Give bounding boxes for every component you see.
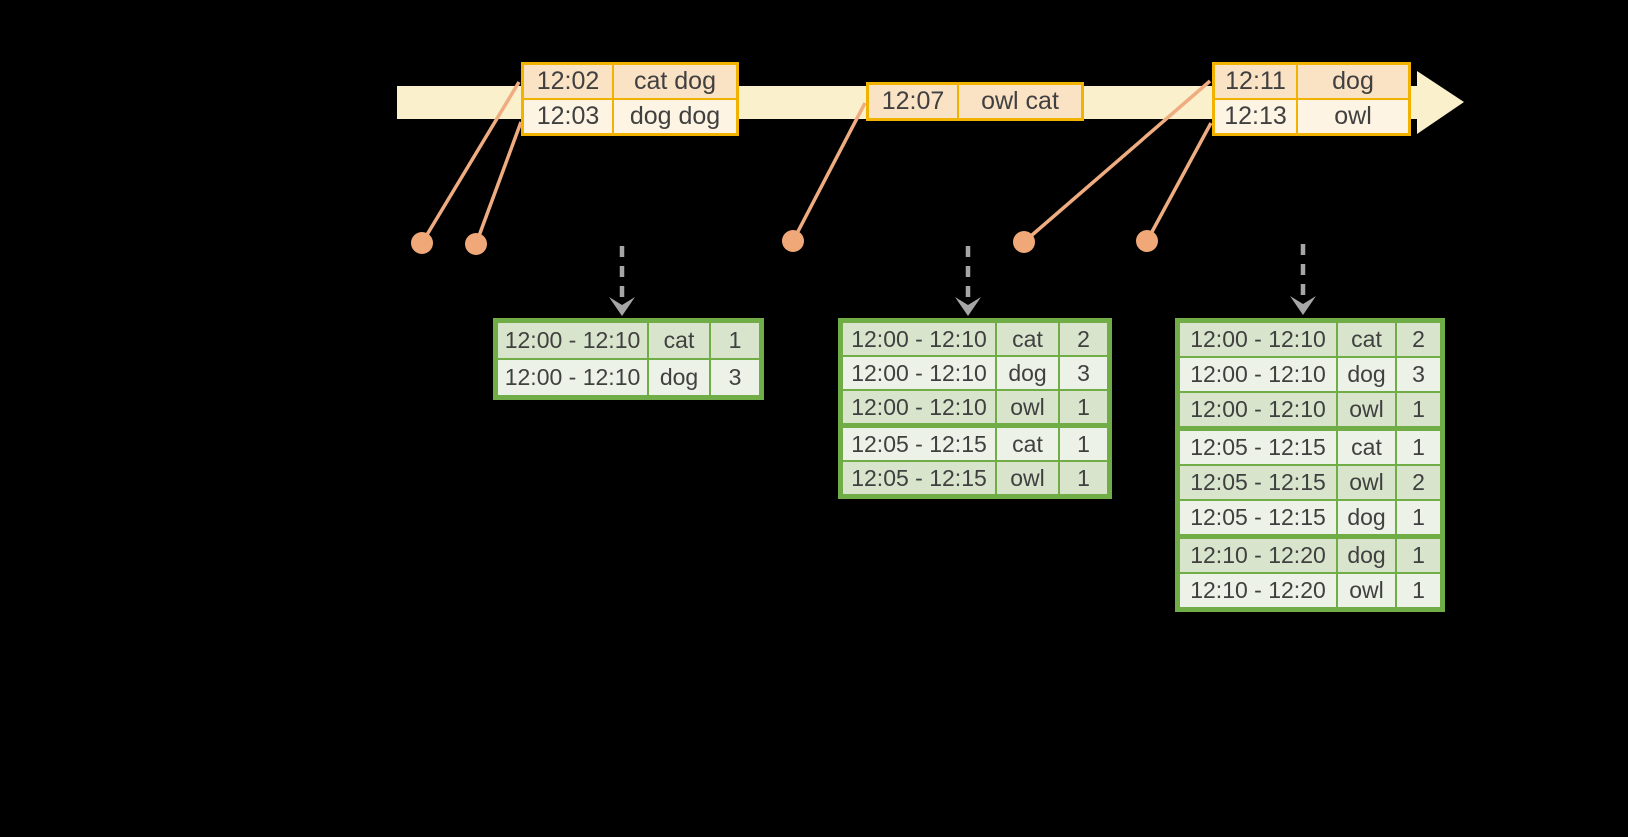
result-count-cell: 1	[1395, 499, 1444, 538]
result-word-cell: dog	[1336, 534, 1397, 574]
connector-line	[1022, 79, 1212, 244]
result-count-cell: 1	[1395, 426, 1444, 466]
event-words-cell: cat dog	[612, 62, 739, 100]
result-window-cell: 12:05 - 12:15	[839, 423, 997, 462]
result-count-cell: 1	[1395, 534, 1444, 574]
event-dot-icon	[411, 232, 433, 254]
result-count-cell: 3	[1395, 356, 1444, 393]
result-window-cell: 12:05 - 12:15	[1176, 464, 1338, 501]
trigger-arrowhead-icon	[955, 297, 981, 316]
result-window-cell: 12:00 - 12:10	[839, 355, 997, 391]
trigger-arrowhead-icon	[609, 297, 635, 316]
result-word-cell: cat	[995, 319, 1060, 357]
result-window-cell: 12:00 - 12:10	[494, 358, 649, 399]
event-connectors	[420, 79, 1213, 245]
event-words-cell: owl	[1296, 98, 1411, 136]
event-dot-icon	[1136, 230, 1158, 252]
connector-line	[474, 121, 523, 245]
event-dot-icon	[782, 230, 804, 252]
event-dot-icon	[1013, 231, 1035, 253]
result-window-cell: 12:10 - 12:20	[1176, 534, 1338, 574]
result-window-cell: 12:00 - 12:10	[1176, 356, 1338, 393]
result-count-cell: 1	[1395, 572, 1444, 611]
event-time-cell: 12:11	[1212, 62, 1298, 100]
event-words-cell: owl cat	[957, 82, 1084, 121]
result-window-cell: 12:00 - 12:10	[494, 319, 649, 360]
result-word-cell: dog	[1336, 499, 1397, 538]
result-word-cell: owl	[1336, 391, 1397, 430]
result-count-cell: 1	[1395, 391, 1444, 430]
event-words-cell: dog	[1296, 62, 1411, 100]
result-word-cell: owl	[1336, 572, 1397, 611]
timeline-arrowhead-icon	[1417, 71, 1464, 134]
event-dots	[411, 230, 1158, 255]
result-count-cell: 2	[1395, 464, 1444, 501]
result-word-cell: dog	[647, 358, 711, 399]
result-word-cell: dog	[995, 355, 1060, 391]
connector-line	[1145, 122, 1213, 242]
result-word-cell: cat	[647, 319, 711, 360]
result-count-cell: 3	[1058, 355, 1111, 391]
event-words-cell: dog dog	[612, 98, 739, 136]
result-count-cell: 2	[1058, 319, 1111, 357]
result-word-cell: owl	[995, 460, 1060, 498]
result-window-cell: 12:00 - 12:10	[1176, 319, 1338, 358]
result-word-cell: owl	[1336, 464, 1397, 501]
event-time-cell: 12:13	[1212, 98, 1298, 136]
event-time-cell: 12:03	[521, 98, 614, 136]
result-window-cell: 12:00 - 12:10	[839, 389, 997, 427]
trigger-arrowhead-icon	[1290, 296, 1316, 315]
connector-line	[791, 102, 867, 242]
result-window-cell: 12:00 - 12:10	[1176, 391, 1338, 430]
result-count-cell: 1	[1058, 423, 1111, 462]
result-window-cell: 12:05 - 12:15	[839, 460, 997, 498]
trigger-arrows	[609, 244, 1316, 316]
event-time-cell: 12:02	[521, 62, 614, 100]
result-word-cell: cat	[1336, 426, 1397, 466]
result-count-cell: 2	[1395, 319, 1444, 358]
event-dot-icon	[465, 233, 487, 255]
connector-line	[420, 81, 521, 244]
result-word-cell: cat	[995, 423, 1060, 462]
result-word-cell: cat	[1336, 319, 1397, 358]
result-count-cell: 1	[709, 319, 763, 360]
result-window-cell: 12:05 - 12:15	[1176, 499, 1338, 538]
result-word-cell: owl	[995, 389, 1060, 427]
result-window-cell: 12:10 - 12:20	[1176, 572, 1338, 611]
result-window-cell: 12:05 - 12:15	[1176, 426, 1338, 466]
event-time-cell: 12:07	[866, 82, 959, 121]
result-count-cell: 1	[1058, 389, 1111, 427]
result-count-cell: 1	[1058, 460, 1111, 498]
result-count-cell: 3	[709, 358, 763, 399]
result-window-cell: 12:00 - 12:10	[839, 319, 997, 357]
result-word-cell: dog	[1336, 356, 1397, 393]
